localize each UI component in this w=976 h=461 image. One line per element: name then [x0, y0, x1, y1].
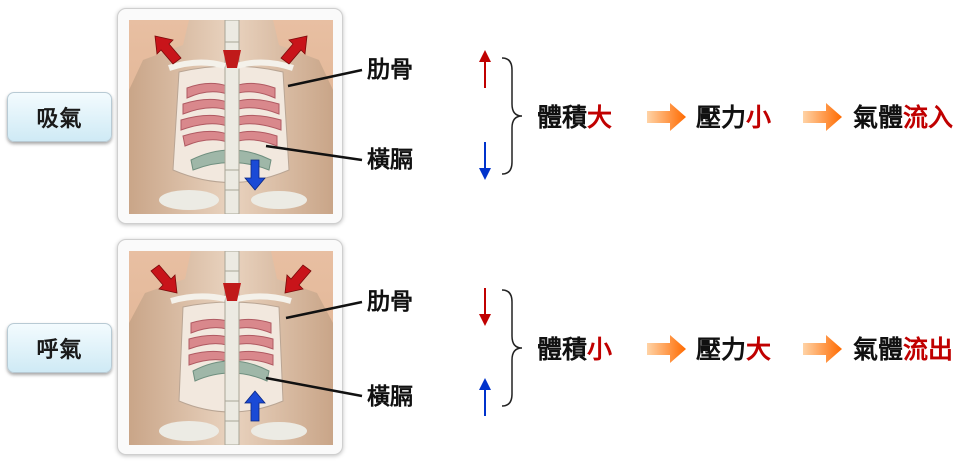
- diaphragm-arrow-blue-icon: [244, 159, 266, 191]
- inhale-air-flow: 流入: [903, 103, 954, 132]
- exhale-air-word: 氣體: [853, 335, 904, 364]
- inhale-diaphragm-label: 橫膈: [367, 147, 413, 173]
- inhale-volume: 體積大: [537, 105, 612, 130]
- inhale-pressure-word: 壓力: [696, 103, 747, 132]
- exhale-volume-change: 小: [587, 335, 613, 364]
- diaphragm-down-arrow-icon: [479, 142, 491, 180]
- inhale-badge: 吸氣: [7, 92, 112, 142]
- exhale-volume: 體積小: [537, 337, 612, 362]
- inhale-brace: [501, 57, 523, 175]
- exhale-pressure-word: 壓力: [696, 335, 747, 364]
- inhale-rib-label: 肋骨: [367, 57, 413, 83]
- diaphragm-arrow-blue-icon: [244, 390, 266, 422]
- inhale-illustration: [117, 8, 343, 224]
- exhale-badge-label: 呼氣: [36, 338, 83, 363]
- rib-up-arrow-icon: [479, 50, 491, 88]
- inhale-pressure-change: 小: [746, 103, 772, 132]
- exhale-pressure: 壓力大: [696, 337, 771, 362]
- diaphragm-up-arrow-icon: [479, 378, 491, 416]
- exhale-volume-word: 體積: [537, 335, 588, 364]
- exhale-badge: 呼氣: [7, 323, 112, 373]
- exhale-pressure-change: 大: [746, 335, 772, 364]
- exhale-air-flow: 流出: [903, 335, 954, 364]
- inhale-volume-word: 體積: [537, 103, 588, 132]
- flow-arrow-icon: [647, 103, 842, 363]
- inhale-volume-change: 大: [587, 103, 613, 132]
- exhale-diaphragm-label: 橫膈: [367, 384, 413, 410]
- rib-arrow-red-icon: [150, 264, 312, 294]
- exhale-illustration: [117, 239, 343, 455]
- rib-arrow-red-icon: [154, 35, 308, 65]
- inhale-pressure: 壓力小: [696, 105, 771, 130]
- inhale-badge-label: 吸氣: [36, 107, 83, 132]
- exhale-chest-illustration: [129, 251, 333, 445]
- exhale-air: 氣體流出: [853, 337, 953, 362]
- inhale-chest-illustration: [129, 20, 333, 214]
- exhale-rib-label: 肋骨: [367, 289, 413, 315]
- rib-down-arrow-icon: [479, 288, 491, 326]
- inhale-air: 氣體流入: [853, 105, 953, 130]
- inhale-air-word: 氣體: [853, 103, 904, 132]
- exhale-brace: [501, 289, 523, 407]
